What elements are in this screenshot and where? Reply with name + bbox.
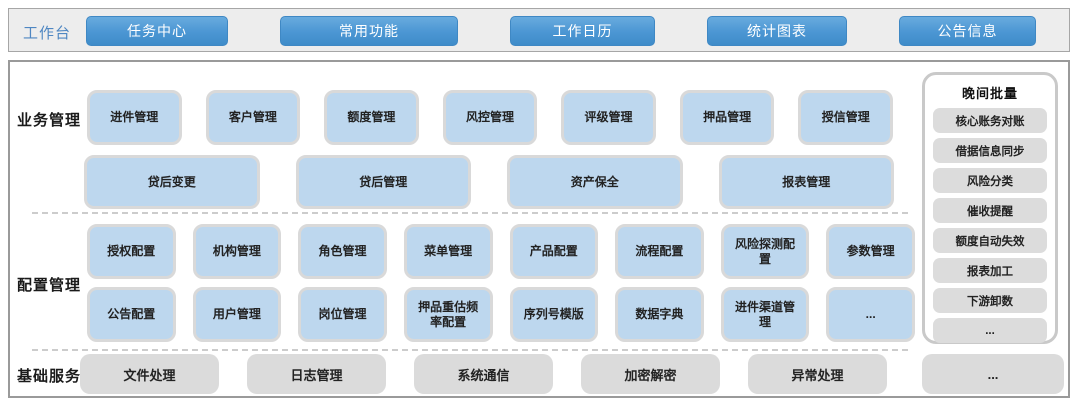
- module-box[interactable]: 风控管理: [442, 90, 538, 145]
- section-divider: [32, 349, 908, 351]
- module-box[interactable]: 授权配置: [87, 224, 176, 279]
- module-box[interactable]: 贷后变更: [84, 155, 260, 209]
- batch-job-item[interactable]: 借据信息同步: [933, 138, 1047, 163]
- module-box[interactable]: 岗位管理: [298, 287, 387, 342]
- workbench-bar: 工作台 任务中心 常用功能 工作日历 统计图表 公告信息: [8, 8, 1070, 52]
- statistics-chart-button[interactable]: 统计图表: [707, 16, 847, 46]
- config-row-2: 公告配置 用户管理 岗位管理 押品重估频率配置 序列号模版 数据字典 进件渠道管…: [87, 287, 915, 342]
- module-box[interactable]: 报表管理: [718, 155, 894, 209]
- batch-job-item[interactable]: 风险分类: [933, 168, 1047, 193]
- module-box[interactable]: 押品管理: [679, 90, 775, 145]
- workbench-buttons: 任务中心 常用功能 工作日历 统计图表 公告信息: [86, 16, 1036, 46]
- module-box[interactable]: 机构管理: [192, 224, 282, 279]
- task-center-button[interactable]: 任务中心: [86, 16, 228, 46]
- module-box[interactable]: 参数管理: [826, 224, 915, 279]
- workbench-label: 工作台: [23, 25, 72, 42]
- module-box[interactable]: 产品配置: [509, 224, 599, 279]
- batch-job-item[interactable]: 催收提醒: [933, 198, 1047, 223]
- main-panel: 业务管理 进件管理 客户管理 额度管理 风控管理 评级管理 押品管理 授信管理 …: [8, 60, 1070, 398]
- service-box[interactable]: 系统通信: [414, 354, 553, 394]
- business-row-1: 进件管理 客户管理 额度管理 风控管理 评级管理 押品管理 授信管理: [87, 90, 893, 145]
- module-box[interactable]: 贷后管理: [295, 155, 471, 209]
- section-label-base: 基础服务: [17, 368, 82, 385]
- config-row-1: 授权配置 机构管理 角色管理 菜单管理 产品配置 流程配置 风险探测配置 参数管…: [87, 224, 915, 279]
- module-box[interactable]: 押品重估频率配置: [403, 287, 493, 342]
- base-services-row: 文件处理 日志管理 系统通信 加密解密 异常处理: [80, 354, 887, 394]
- service-box[interactable]: 文件处理: [80, 354, 219, 394]
- service-box[interactable]: 异常处理: [748, 354, 887, 394]
- announcement-button[interactable]: 公告信息: [899, 16, 1036, 46]
- common-functions-button[interactable]: 常用功能: [280, 16, 458, 46]
- business-row-2: 贷后变更 贷后管理 资产保全 报表管理: [84, 155, 894, 209]
- module-box[interactable]: 风险探测配置: [720, 224, 810, 279]
- section-label-business: 业务管理: [17, 112, 82, 129]
- batch-job-item[interactable]: 报表加工: [933, 258, 1047, 283]
- module-box[interactable]: 公告配置: [87, 287, 176, 342]
- service-box-more[interactable]: ...: [922, 354, 1064, 394]
- batch-job-item[interactable]: 下游卸数: [933, 288, 1047, 313]
- module-box[interactable]: 用户管理: [192, 287, 282, 342]
- module-box[interactable]: 流程配置: [615, 224, 704, 279]
- batch-job-item[interactable]: 核心账务对账: [933, 108, 1047, 133]
- batch-job-item[interactable]: 额度自动失效: [933, 228, 1047, 253]
- module-box-more[interactable]: ...: [826, 287, 915, 342]
- section-divider: [32, 212, 908, 214]
- service-box[interactable]: 日志管理: [247, 354, 386, 394]
- night-batch-list: 核心账务对账 借据信息同步 风险分类 催收提醒 额度自动失效 报表加工 下游卸数…: [933, 108, 1047, 343]
- module-box[interactable]: 资产保全: [507, 155, 683, 209]
- work-calendar-button[interactable]: 工作日历: [510, 16, 655, 46]
- section-label-config: 配置管理: [17, 277, 82, 294]
- batch-job-item-more[interactable]: ...: [933, 318, 1047, 343]
- module-box[interactable]: 客户管理: [205, 90, 301, 145]
- module-box[interactable]: 进件渠道管理: [720, 287, 810, 342]
- night-batch-title: 晚间批量: [961, 86, 1018, 101]
- service-box[interactable]: 加密解密: [581, 354, 720, 394]
- module-box[interactable]: 序列号模版: [509, 287, 599, 342]
- module-box[interactable]: 进件管理: [87, 90, 182, 145]
- module-box[interactable]: 角色管理: [298, 224, 387, 279]
- module-box[interactable]: 数据字典: [615, 287, 704, 342]
- module-box[interactable]: 菜单管理: [403, 224, 493, 279]
- night-batch-panel: 晚间批量 核心账务对账 借据信息同步 风险分类 催收提醒 额度自动失效 报表加工…: [922, 72, 1058, 344]
- module-box[interactable]: 评级管理: [561, 90, 656, 145]
- module-box[interactable]: 授信管理: [798, 90, 893, 145]
- module-box[interactable]: 额度管理: [324, 90, 419, 145]
